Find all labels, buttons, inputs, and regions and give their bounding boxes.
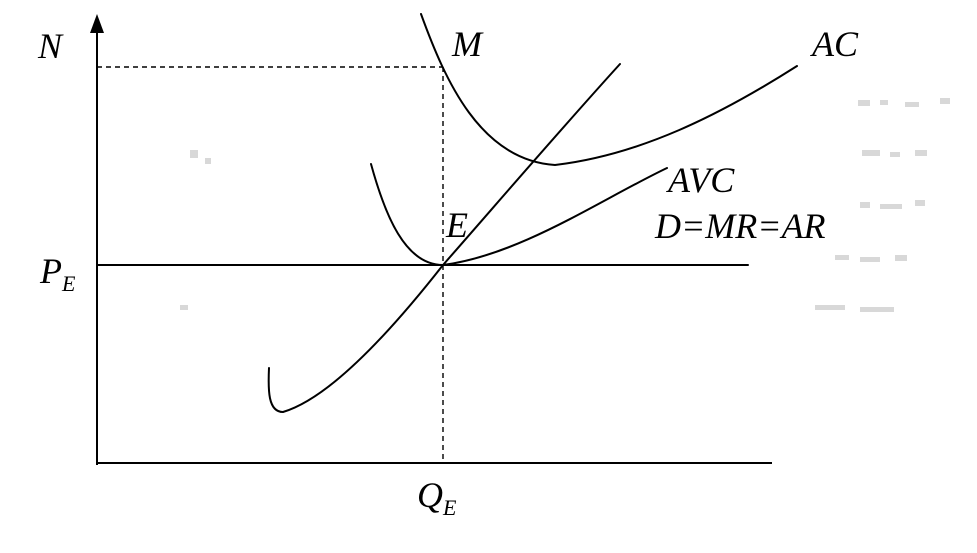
price-label: PE [39,251,76,296]
demand-label: D=MR=AR [654,206,826,246]
y-axis-label: N [37,26,64,66]
quantity-label-main: Q [417,475,443,515]
axes [90,14,772,465]
quantity-label: QE [417,475,457,520]
price-label-sub: E [61,271,76,296]
quantity-label-sub: E [442,495,457,520]
average-variable-cost-label: AVC [666,160,735,200]
marginal-cost-curve [267,63,621,413]
marginal-cost-label: M [451,24,484,64]
y-axis-arrowhead [90,14,104,33]
scan-noise [180,98,950,312]
average-cost-label: AC [810,24,859,64]
equilibrium-point-label: E [445,205,468,245]
price-label-main: P [39,251,62,291]
average-cost-curve [420,13,798,166]
average-variable-cost-curve [370,163,668,266]
